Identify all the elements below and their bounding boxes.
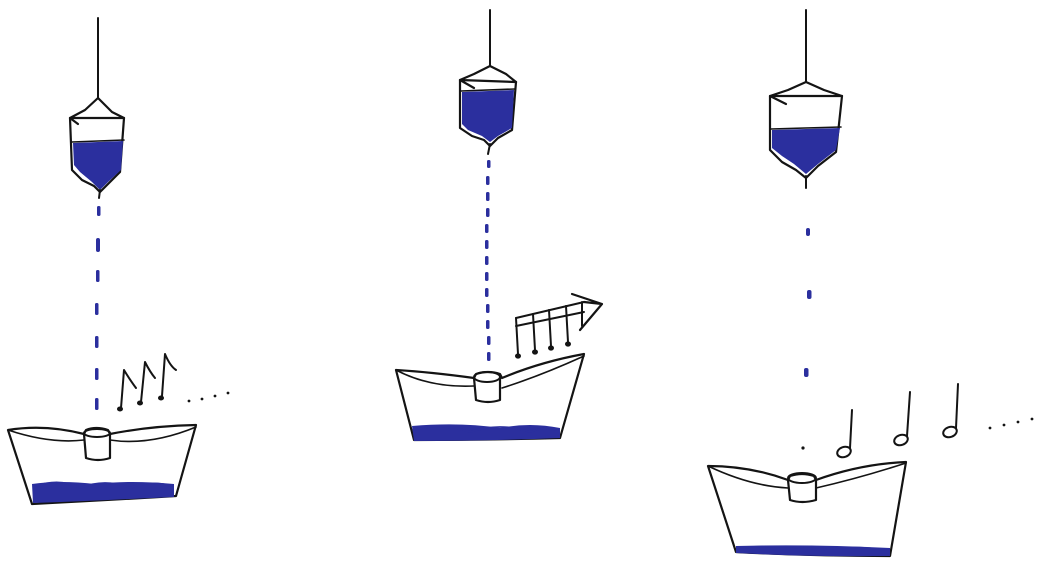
scene-1-bell xyxy=(82,432,112,462)
scene-1-drop xyxy=(96,270,100,282)
scene-3 xyxy=(706,9,1034,558)
scene-1-eighth-note xyxy=(137,361,156,406)
scene-3-bell xyxy=(786,478,818,504)
scene-2-dispenser xyxy=(458,64,518,155)
scene-1-drop xyxy=(95,303,99,315)
scene-2-beamed-notes xyxy=(515,292,604,359)
scene-2-dispenser-water xyxy=(462,90,514,142)
scene-1-basin-water xyxy=(32,482,174,503)
scene-3-ellipsis xyxy=(988,417,1034,430)
scene-2-drop xyxy=(486,192,490,201)
scene-1-eighth-note xyxy=(158,353,177,401)
scene-3-dispenser-water xyxy=(772,128,840,174)
scene-1-drops xyxy=(95,206,101,410)
scene-2-drop xyxy=(486,304,490,313)
scene-2-bell xyxy=(472,376,502,404)
scene-1-drop xyxy=(96,238,100,252)
scene-2-drop xyxy=(487,160,491,168)
scene-3-half-note xyxy=(836,409,853,459)
scene-1-dispenser xyxy=(68,96,126,199)
scene-2-basin-water xyxy=(412,424,560,441)
scene-2-drop xyxy=(486,176,490,185)
scene-1-dispenser-water xyxy=(73,141,123,190)
scene-3-basin xyxy=(706,460,908,558)
scene-1-music-notes xyxy=(117,353,230,412)
scene-3-music-notes xyxy=(801,383,1034,459)
scene-3-half-note xyxy=(942,383,959,439)
scene-1-basin xyxy=(6,423,198,506)
scene-2-drops xyxy=(485,160,491,361)
scene-3-drop xyxy=(807,290,812,299)
scene-3-half-note xyxy=(893,391,911,447)
scene-2-drop xyxy=(486,208,490,217)
scene-3-drops xyxy=(804,228,812,377)
scene-2-drop xyxy=(487,336,491,345)
scene-2 xyxy=(394,9,604,442)
scene-1 xyxy=(6,17,230,506)
scene-3-drop xyxy=(806,228,810,236)
scene-3-dispenser xyxy=(768,80,844,189)
scene-2-arrow xyxy=(570,292,604,332)
scene-2-drop xyxy=(485,272,489,281)
scene-1-eighth-note xyxy=(117,369,137,412)
scene-2-drop xyxy=(485,288,489,297)
scene-3-drop xyxy=(804,368,809,377)
scene-1-drop xyxy=(95,336,99,348)
scene-1-drop xyxy=(95,368,99,380)
scene-2-drop xyxy=(486,320,490,329)
scene-1-drop xyxy=(97,206,101,216)
scene-2-drop xyxy=(485,224,489,233)
scene-1-ellipsis xyxy=(187,391,230,403)
scene-2-basin xyxy=(394,352,586,442)
scene-2-drop xyxy=(485,256,489,265)
scene-1-drop xyxy=(95,398,99,410)
scene-2-drop xyxy=(487,352,491,361)
scene-2-drop xyxy=(485,240,489,249)
